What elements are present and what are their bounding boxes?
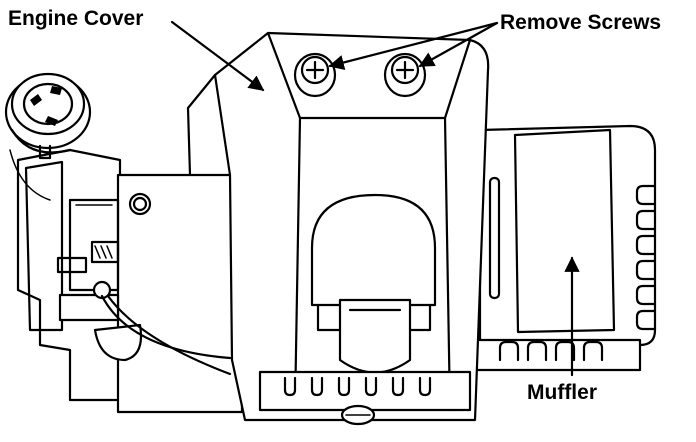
remove-screws-leader-right [418, 21, 499, 68]
screw-left [293, 52, 337, 98]
engine-cover-body [186, 31, 490, 426]
fuel-tank [9, 148, 122, 402]
muffler-body [468, 124, 657, 372]
muffler-fins [635, 184, 657, 331]
engine-cover-label: Engine Cover [8, 7, 144, 30]
fuel-cap [4, 72, 92, 160]
remove-screws-leader-left [328, 21, 499, 71]
muffler-label: Muffler [527, 381, 597, 404]
carburetor [56, 173, 244, 414]
screw-right [383, 52, 427, 98]
engine-cover-leader [170, 20, 265, 92]
remove-screws-label: Remove Screws [500, 11, 662, 34]
